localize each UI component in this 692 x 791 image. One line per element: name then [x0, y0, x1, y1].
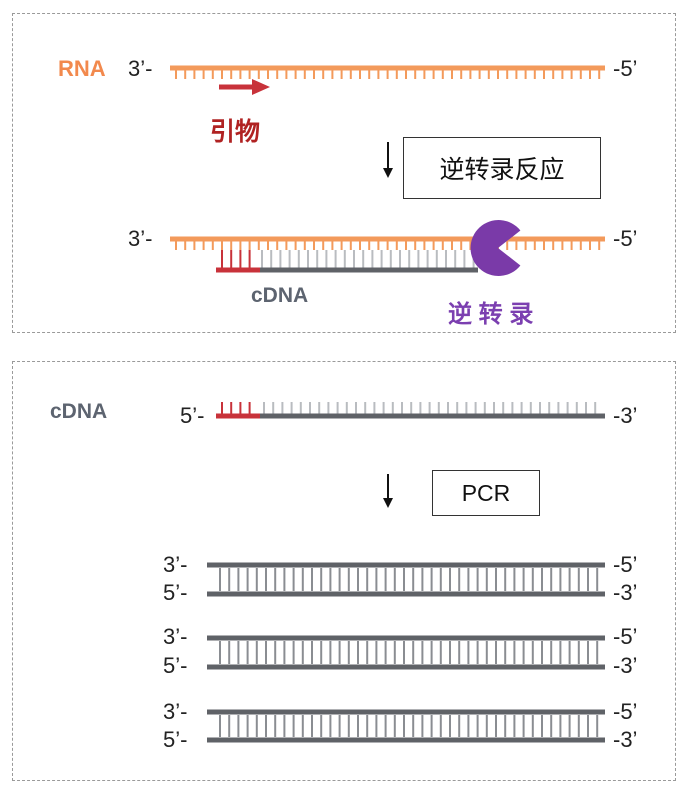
product-end-bottom-right: -3’	[613, 727, 638, 752]
pcr-step-box: PCR	[432, 470, 540, 516]
product-end-top-right: -5’	[613, 699, 638, 724]
down-arrow-icon	[383, 142, 393, 178]
cdna-label-bottom: cDNA	[50, 400, 108, 423]
product-end-top-right: -5’	[613, 624, 638, 649]
product-end-bottom-right: -3’	[613, 653, 638, 678]
product-end-bottom-left: 5’-	[163, 653, 188, 678]
product-end-top-left: 3’-	[163, 552, 188, 577]
reverse-transcriptase-label: 逆 转 录	[446, 301, 536, 328]
reverse-transcription-step-label: 逆转录反应	[439, 156, 565, 184]
product-end-bottom-left: 5’-	[163, 580, 188, 605]
hybrid-end-right: -5’	[613, 226, 638, 251]
reverse-transcription-step-box: 逆转录反应	[403, 137, 601, 199]
pcr-product-duplex	[207, 635, 605, 670]
pcr-step-label: PCR	[461, 479, 511, 506]
hybrid-end-left: 3’-	[128, 226, 153, 251]
rna-strand	[170, 65, 605, 79]
cdna-label: cDNA	[251, 284, 309, 307]
product-end-bottom-right: -3’	[613, 580, 638, 605]
product-end-top-left: 3’-	[163, 624, 188, 649]
rna-cdna-hybrid	[170, 236, 605, 273]
down-arrow-icon	[383, 474, 393, 508]
down-arrow-head	[383, 498, 393, 508]
cdna-strand	[216, 402, 605, 419]
enzyme-shape	[470, 220, 521, 276]
product-end-top-left: 3’-	[163, 699, 188, 724]
pcr-product-duplex	[207, 709, 605, 743]
rna-end-right: -5’	[613, 56, 638, 81]
down-arrow-head	[383, 168, 393, 178]
primer-arrow-head	[252, 79, 270, 95]
cdna-end-left: 5’-	[180, 403, 205, 428]
pcr-product-duplex	[207, 562, 605, 597]
cdna-end-right: -3’	[613, 403, 638, 428]
right-arrow-icon	[219, 79, 270, 95]
rna-label: RNA	[58, 56, 106, 81]
reverse-transcriptase-pacman-icon	[470, 220, 521, 276]
product-end-bottom-left: 5’-	[163, 727, 188, 752]
primer-label: 引物	[210, 118, 261, 146]
rna-end-left: 3’-	[128, 56, 153, 81]
product-end-top-right: -5’	[613, 552, 638, 577]
